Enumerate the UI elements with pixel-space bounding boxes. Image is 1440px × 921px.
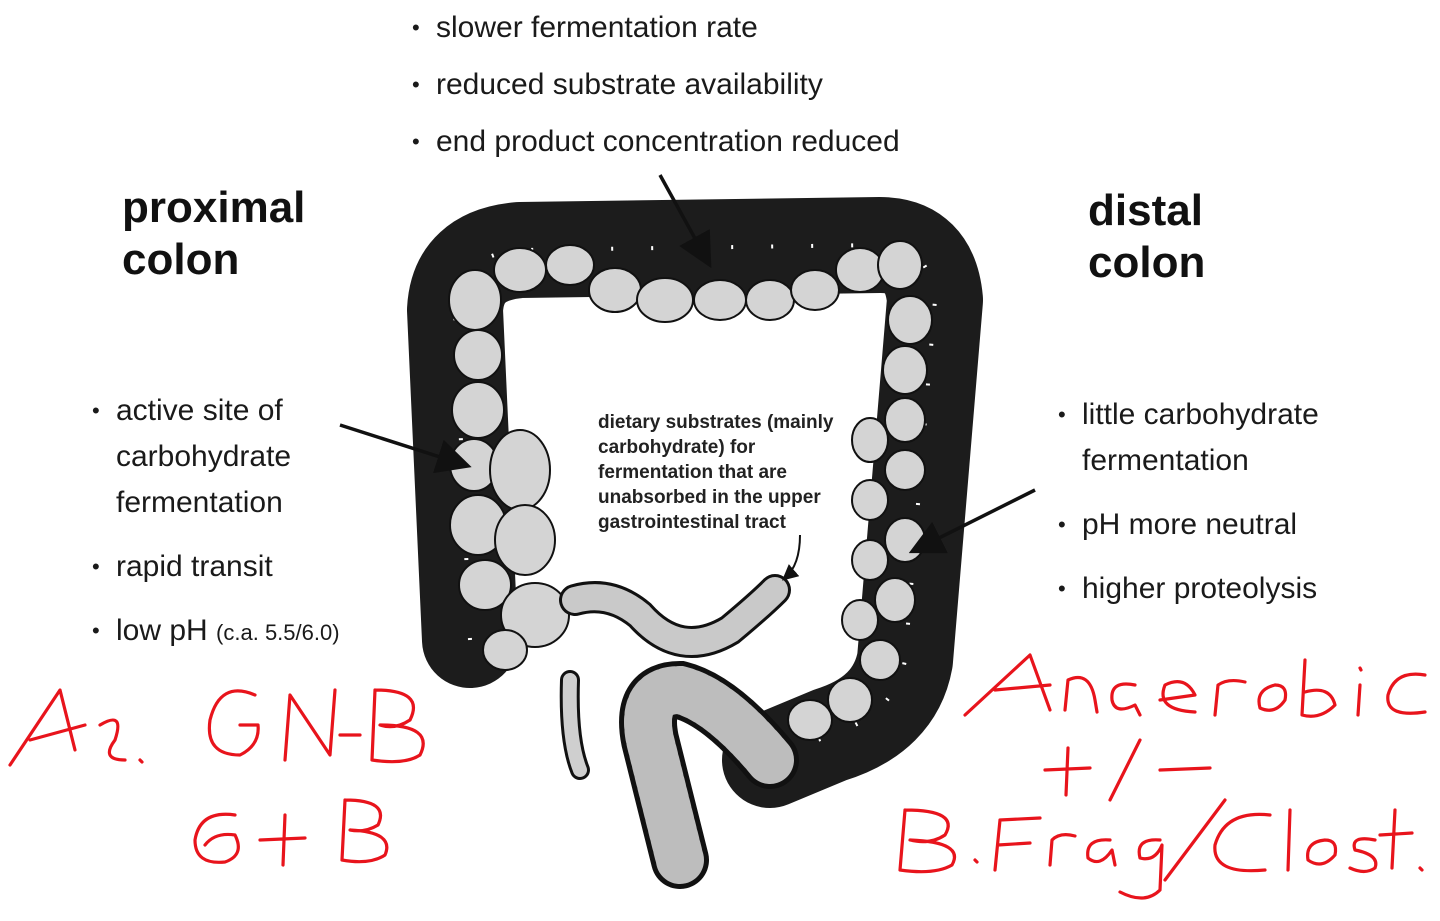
distal-bullet: higher proteolysis <box>1058 566 1398 612</box>
proximal-bullet: active site of carbohydrate fermentation <box>92 388 342 526</box>
handwriting-right <box>898 653 1427 900</box>
ph-note: (c.a. 5.5/6.0) <box>216 620 340 645</box>
top-bullet: end product concentration reduced <box>412 122 900 179</box>
handwriting-left <box>8 688 425 867</box>
proximal-colon-heading: proximal colon <box>122 183 306 284</box>
top-bullet: slower fermentation rate <box>412 8 900 65</box>
distal-bullet-list: little carbohydrate fermentation pH more… <box>1058 392 1398 612</box>
top-bullet-list: slower fermentation rate reduced substra… <box>412 8 900 179</box>
proximal-bullet: rapid transit <box>92 544 342 590</box>
proximal-bullet: low pH (c.a. 5.5/6.0) <box>92 608 342 656</box>
distal-bullet: little carbohydrate fermentation <box>1058 392 1398 484</box>
arrow-top <box>658 174 712 269</box>
center-note: dietary substrates (mainly carbohydrate)… <box>598 412 834 533</box>
top-bullet: reduced substrate availability <box>412 65 900 122</box>
proximal-bullet-list: active site of carbohydrate fermentation… <box>92 388 342 656</box>
distal-bullet: pH more neutral <box>1058 502 1398 548</box>
arrow-distal <box>908 488 1036 554</box>
distal-colon-heading: distal colon <box>1088 186 1206 287</box>
proximal-bullet-text: low pH <box>116 614 208 647</box>
arrow-center-note <box>781 534 801 581</box>
colon-illustration <box>407 197 983 889</box>
arrow-proximal <box>339 423 472 474</box>
